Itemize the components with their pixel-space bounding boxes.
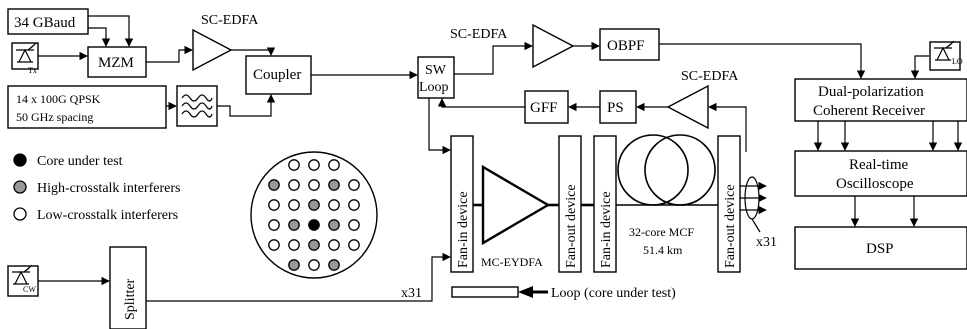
mzm-label: MZM bbox=[98, 55, 134, 71]
core-low bbox=[328, 159, 340, 171]
core-low bbox=[268, 239, 280, 251]
legend-low-crosstalk-swatch bbox=[13, 207, 27, 221]
coupler-label: Coupler bbox=[253, 67, 301, 83]
core-high bbox=[308, 239, 320, 251]
oscilloscope-box bbox=[794, 150, 967, 197]
dsp-label: DSP bbox=[866, 241, 894, 257]
osc-line1: Real-time bbox=[849, 157, 908, 173]
obpf-label: OBPF bbox=[607, 38, 645, 54]
core-high bbox=[308, 199, 320, 211]
obpf-box bbox=[599, 28, 660, 61]
edfa3-amplifier bbox=[666, 84, 709, 130]
core-low bbox=[288, 179, 300, 191]
gff-box bbox=[524, 90, 569, 124]
tx-label: Tx bbox=[28, 66, 37, 75]
fanin2-box bbox=[593, 135, 617, 273]
mcf-line1: 32-core MCF bbox=[629, 225, 694, 239]
core-low bbox=[288, 199, 300, 211]
core-low bbox=[348, 239, 360, 251]
core-low bbox=[328, 239, 340, 251]
loop-arrow-icon bbox=[518, 286, 533, 298]
rx-line2: Coherent Receiver bbox=[813, 103, 925, 119]
sw-line2: Loop bbox=[419, 80, 449, 95]
core-high bbox=[288, 259, 300, 271]
baud-box bbox=[7, 8, 89, 35]
core-low bbox=[308, 159, 320, 171]
loop-label: Loop (core under test) bbox=[551, 286, 676, 301]
ps-label: PS bbox=[607, 100, 624, 116]
edfa3-label: SC-EDFA bbox=[681, 69, 739, 84]
core-low bbox=[288, 159, 300, 171]
loop-fiber-icon bbox=[451, 286, 519, 298]
core-low bbox=[328, 199, 340, 211]
legend-label-core-under-test: Core under test bbox=[37, 154, 123, 169]
lo-laser-icon: LO bbox=[929, 40, 963, 71]
fanin1-label: Fan-in device bbox=[456, 191, 471, 268]
x31-bottom-label: x31 bbox=[401, 286, 422, 301]
edfa2-label: SC-EDFA bbox=[450, 27, 508, 42]
filter-icon bbox=[176, 85, 218, 127]
mcf-line2: 51.4 km bbox=[643, 243, 683, 257]
core-low bbox=[268, 219, 280, 231]
eydfa-amplifier bbox=[481, 164, 551, 246]
core-grid bbox=[268, 159, 360, 271]
legend: Core under test High-crosstalk interfere… bbox=[13, 153, 180, 223]
sw-line1: SW bbox=[425, 63, 447, 78]
cw-laser-icon: CW bbox=[7, 264, 39, 297]
baud-label: 34 GBaud bbox=[14, 15, 76, 31]
mzm-box bbox=[87, 46, 147, 78]
mcf-spool bbox=[616, 134, 718, 206]
fanout2-label: Fan-out device bbox=[723, 184, 738, 268]
legend-core-under-test-swatch bbox=[13, 153, 27, 167]
receiver-box bbox=[794, 78, 967, 122]
osc-line2: Oscilloscope bbox=[836, 176, 914, 192]
eydfa-label: MC-EYDFA bbox=[481, 255, 543, 269]
x31-output-bundle bbox=[740, 176, 767, 233]
ps-box bbox=[599, 90, 637, 124]
gff-label: GFF bbox=[530, 100, 558, 116]
core-low bbox=[308, 259, 320, 271]
edfa1-amplifier bbox=[192, 28, 233, 72]
core-high bbox=[328, 219, 340, 231]
core-low bbox=[348, 179, 360, 191]
edfa1-label: SC-EDFA bbox=[201, 13, 259, 28]
legend-high-crosstalk-swatch bbox=[13, 180, 27, 194]
qpsk-box bbox=[7, 85, 167, 129]
fanout2-box bbox=[717, 135, 741, 273]
x31-right-label: x31 bbox=[756, 235, 777, 250]
tx-laser-icon: Tx bbox=[11, 42, 39, 75]
qpsk-line1: 14 x 100G QPSK bbox=[16, 92, 101, 106]
splitter-label: Splitter bbox=[123, 278, 138, 320]
core-test bbox=[308, 219, 320, 231]
core-high bbox=[268, 179, 280, 191]
qpsk-line2: 50 GHz spacing bbox=[16, 110, 93, 124]
sw-loop-box bbox=[417, 56, 455, 99]
core-high bbox=[288, 219, 300, 231]
fanout1-label: Fan-out device bbox=[564, 184, 579, 268]
fanin2-label: Fan-in device bbox=[599, 191, 614, 268]
core-low bbox=[268, 199, 280, 211]
lo-label: LO bbox=[952, 57, 963, 66]
legend-label-low-crosstalk: Low-crosstalk interferers bbox=[37, 208, 178, 223]
core-low bbox=[348, 199, 360, 211]
cw-label: CW bbox=[23, 285, 36, 294]
mcf-cross-section bbox=[250, 151, 378, 279]
core-high bbox=[328, 179, 340, 191]
splitter-box bbox=[109, 246, 147, 329]
edfa2-amplifier bbox=[532, 23, 575, 69]
core-low bbox=[288, 239, 300, 251]
core-low bbox=[308, 179, 320, 191]
core-low bbox=[348, 219, 360, 231]
legend-label-high-crosstalk: High-crosstalk interferers bbox=[37, 181, 180, 196]
rx-line1: Dual-polarization bbox=[818, 84, 924, 100]
core-high bbox=[328, 259, 340, 271]
dsp-box bbox=[794, 226, 967, 270]
